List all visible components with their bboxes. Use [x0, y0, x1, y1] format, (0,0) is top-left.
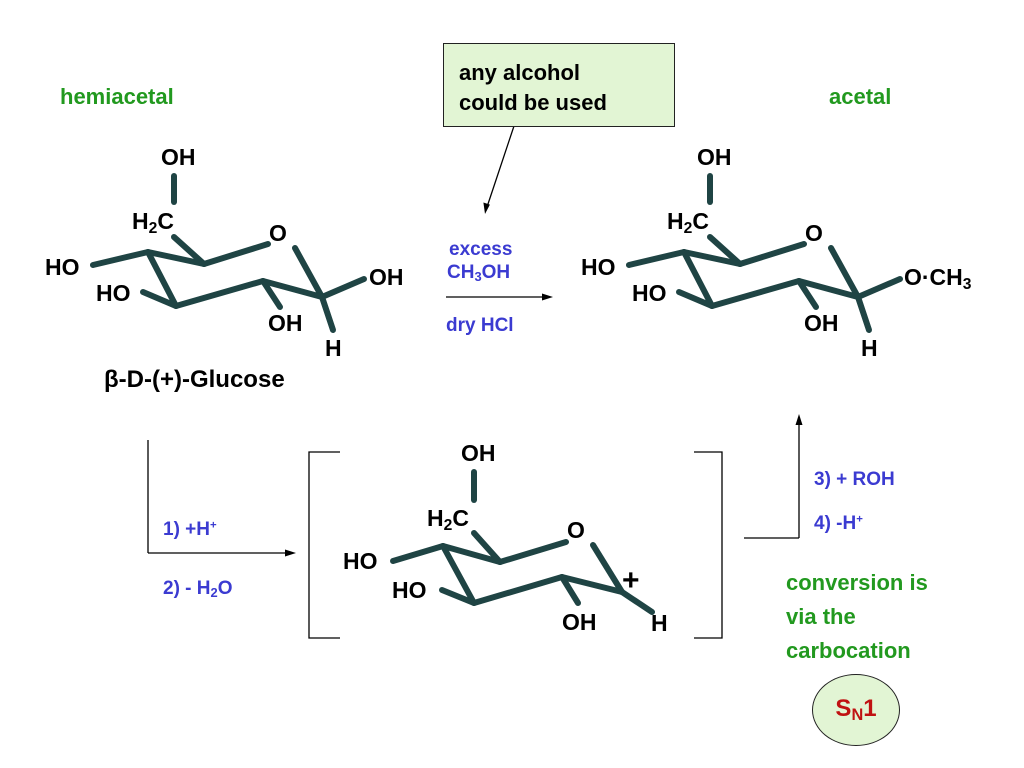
acetal-h2c-subscript: 2 [683, 219, 693, 237]
carbocation-h2c: H2C [427, 505, 469, 534]
conversion-line-3: carbocation [786, 638, 911, 663]
glucose-h2c: H2C [132, 208, 174, 237]
h2c-c: C [157, 208, 174, 234]
step-4-superscript: + [856, 513, 863, 526]
glucose-oh-right: OH [369, 264, 404, 290]
carbocation-plus-charge: + [622, 564, 640, 597]
h2c-h: H [132, 208, 149, 234]
step-1-label: 1) +H+ [163, 520, 217, 539]
acetal-h2c-h: H [667, 208, 684, 234]
carbocation-h: H [651, 610, 668, 636]
beta-symbol: β [104, 366, 119, 393]
step-4-text: 4) -H [814, 513, 857, 534]
acetal-oh-top: OH [697, 144, 732, 170]
methoxy-subscript: 3 [962, 275, 972, 293]
step-3-label: 3) + ROH [814, 469, 895, 490]
acetal-ho-left: HO [581, 254, 616, 280]
glucose-name: β-D-(+)-Glucose [104, 368, 285, 392]
arrowheads [285, 202, 803, 557]
conversion-line-1: conversion is [786, 570, 928, 595]
methanol-oh: OH [481, 262, 511, 283]
step-2-text: 2) - H [163, 578, 211, 599]
acetal-h: H [861, 335, 878, 361]
step-4-label: 4) -H+ [814, 514, 863, 533]
methanol-ch: CH [447, 262, 475, 283]
sn1-one: 1 [863, 695, 877, 722]
acetal-methoxy: O·CH3 [904, 264, 971, 293]
acetal-h2c-c: C [692, 208, 709, 234]
arrows [147, 125, 800, 639]
glucose-ring-oxygen: O [269, 220, 287, 246]
callout-line-1: any alcohol [459, 60, 581, 85]
glucose-name-text: -D-(+)-Glucose [118, 366, 285, 393]
reagent-methanol: CH3OH [447, 262, 511, 285]
carbocation-h2c-subscript: 2 [443, 516, 453, 534]
acetal-label: acetal [829, 84, 892, 109]
glucose-oh-bottom: OH [268, 310, 303, 336]
callout-line-2: could be used [459, 90, 607, 115]
acetal-h2c: H2C [667, 208, 709, 237]
conversion-line-2: via the [786, 604, 856, 629]
sn1-badge: SN1 [812, 674, 900, 746]
reagent-excess: excess [449, 239, 513, 260]
glucose-h: H [325, 335, 342, 361]
carbocation-oh-top: OH [461, 440, 496, 466]
sn1-s: S [835, 695, 852, 722]
acetal-ring-oxygen: O [805, 220, 823, 246]
hemiacetal-label: hemiacetal [60, 84, 174, 109]
acetal-ho-lower: HO [632, 280, 667, 306]
step-2-o: O [217, 578, 233, 599]
carbocation-bonds [390, 469, 655, 615]
carbocation-h2c-h: H [427, 505, 444, 531]
glucose-bonds [90, 173, 367, 333]
alcohol-callout-box: any alcohol could be used [443, 43, 675, 127]
sn1-subscript-n: N [851, 706, 864, 725]
carbocation-oh-bottom: OH [562, 609, 597, 635]
step-2-label: 2) - H2O [163, 578, 233, 601]
step-1-text: 1) +H [163, 519, 210, 540]
acetal-bonds [626, 173, 903, 333]
carbocation-ring-oxygen: O [567, 517, 585, 543]
carbocation-h2c-c: C [452, 505, 469, 531]
glucose-oh-top: OH [161, 144, 196, 170]
methoxy-och: O·CH [904, 264, 963, 290]
methanol-subscript: 3 [474, 269, 482, 285]
h2c-subscript: 2 [148, 219, 158, 237]
acetal-oh-bottom: OH [804, 310, 839, 336]
step-2-subscript: 2 [210, 585, 218, 601]
carbocation-ho-left: HO [343, 548, 378, 574]
reagent-dry-hcl: dry HCl [446, 315, 514, 336]
glucose-ho-left: HO [45, 254, 80, 280]
glucose-ho-lower: HO [96, 280, 131, 306]
sn1-text: SN1 [813, 695, 899, 723]
carbocation-ho-lower: HO [392, 577, 427, 603]
step-1-superscript: + [210, 519, 217, 532]
